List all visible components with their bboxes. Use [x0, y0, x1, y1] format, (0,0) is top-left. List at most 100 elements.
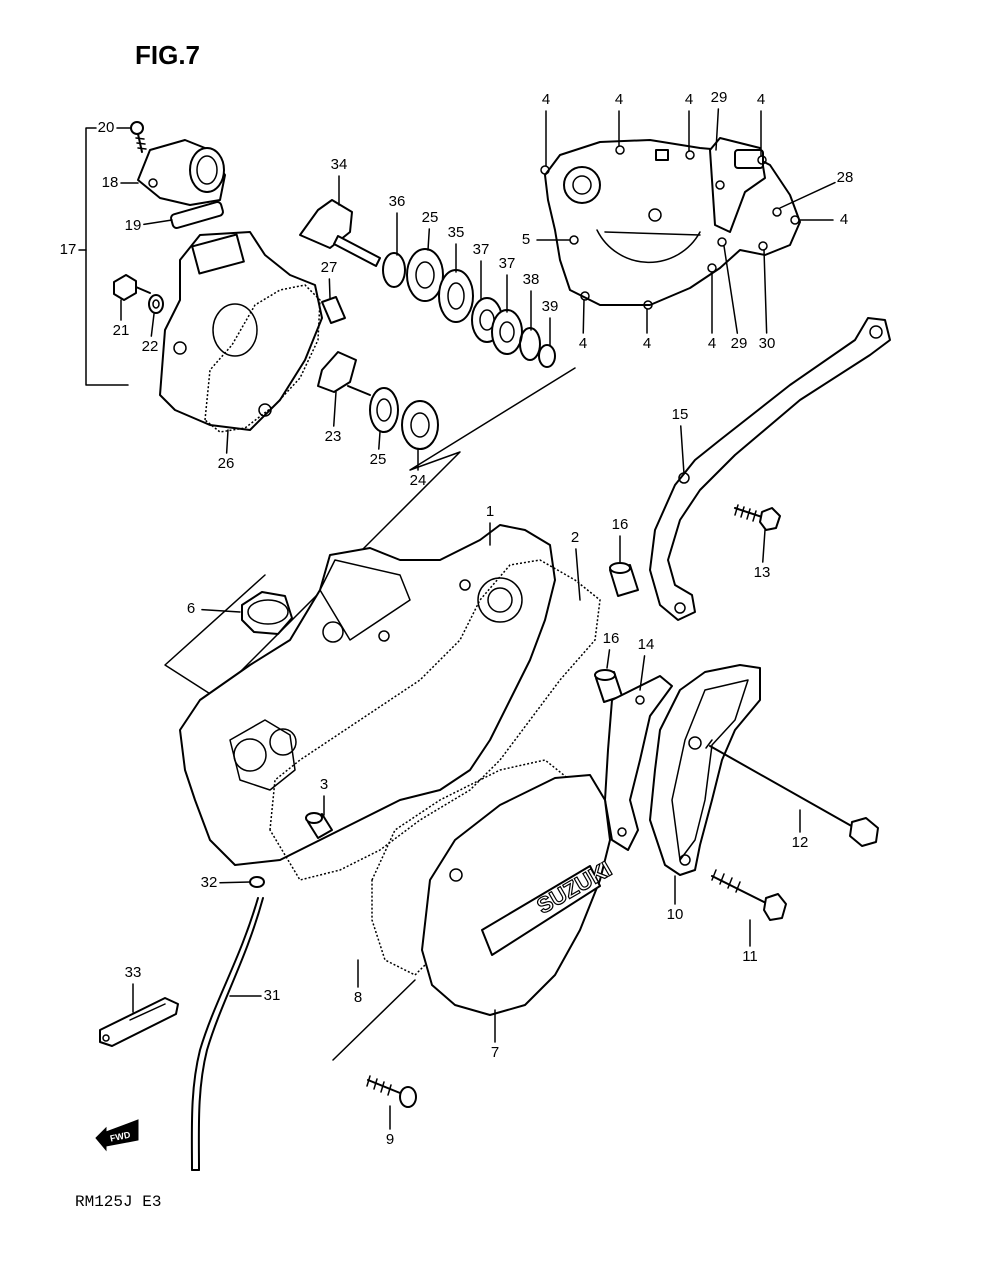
bearing-part-37-b	[491, 309, 523, 355]
callout-label-37: 37	[473, 241, 490, 258]
callout-label-31: 31	[264, 987, 281, 1004]
callout-label-23: 23	[325, 428, 342, 445]
leader-line-part-25	[378, 431, 381, 450]
callout-label-4: 4	[542, 91, 550, 108]
washer-part-22	[148, 294, 164, 314]
collar-part-16-upper	[609, 562, 639, 597]
callout-label-10: 10	[667, 906, 684, 923]
callout-label-29: 29	[711, 89, 728, 106]
callout-label-13: 13	[754, 564, 771, 581]
callout-label-6: 6	[187, 600, 195, 617]
clutch-cover	[544, 137, 801, 306]
leader-line-part-2	[575, 548, 581, 601]
callout-label-4: 4	[757, 91, 765, 108]
callout-label-18: 18	[102, 174, 119, 191]
callout-label-28: 28	[837, 169, 854, 186]
dowel-pin-part-3	[305, 812, 333, 839]
callout-label-9: 9	[386, 1131, 394, 1148]
callout-label-24: 24	[410, 472, 427, 489]
callout-label-14: 14	[638, 636, 655, 653]
screw-part-9	[332, 979, 417, 1108]
leader-line-part-14	[639, 655, 646, 691]
group-bracket-17	[85, 127, 129, 386]
collar-part-16-lower	[594, 669, 623, 703]
callout-label-29: 29	[731, 335, 748, 352]
leader-line-part-26	[225, 429, 229, 454]
leader-line-part-29	[715, 108, 720, 151]
callout-label-35: 35	[448, 224, 465, 241]
bolt-part-21	[113, 274, 151, 301]
callout-label-2: 2	[571, 529, 579, 546]
oil-seal-part-25-upper	[406, 248, 444, 302]
leader-line-part-15	[679, 425, 685, 475]
figure-title: FIG.7	[135, 40, 200, 70]
long-bolt-part-12	[705, 739, 879, 847]
callout-label-4: 4	[643, 335, 651, 352]
callout-label-4: 4	[708, 335, 716, 352]
ring-part-38	[519, 327, 541, 361]
callout-label-36: 36	[389, 193, 406, 210]
clamp-part-32	[249, 876, 265, 888]
leader-line-part-13	[762, 529, 766, 563]
washer-part-39	[538, 344, 556, 368]
callout-label-20: 20	[98, 119, 115, 136]
callout-label-15: 15	[672, 406, 689, 423]
bolt-part-13	[734, 504, 781, 531]
plate-part-14	[604, 675, 673, 851]
sprocket-cover-part-10	[649, 664, 761, 876]
oil-seal-part-25-lower	[369, 387, 399, 433]
hose-guide-part-33	[99, 997, 179, 1047]
pump-shaft-part-34	[299, 199, 381, 267]
leader-line-part-22	[150, 313, 155, 337]
model-code: RM125J E3	[75, 1193, 161, 1211]
gasket-part-19	[170, 201, 224, 229]
cover-gasket-part-2	[269, 559, 601, 881]
callout-label-11: 11	[742, 948, 758, 965]
leader-line-part-6	[201, 608, 241, 613]
snap-ring-part-36	[382, 252, 406, 288]
callout-label-4: 4	[579, 335, 587, 352]
callout-label-25: 25	[370, 451, 387, 468]
pump-gasket-part-26	[204, 284, 321, 433]
callout-label-16: 16	[612, 516, 629, 533]
magneto-cover-part-7: SUZUKI	[421, 774, 617, 1016]
impeller-part-23	[317, 351, 371, 396]
callout-label-38: 38	[523, 271, 540, 288]
leader-line-part-19	[143, 219, 173, 226]
collar-part-27	[321, 296, 346, 324]
callout-label-21: 21	[113, 322, 130, 339]
bolt-part-11	[711, 869, 787, 921]
callout-label-26: 26	[218, 455, 235, 472]
callout-label-34: 34	[331, 156, 348, 173]
callout-label-32: 32	[201, 874, 218, 891]
leader-line-part-32	[219, 881, 251, 884]
callout-label-33: 33	[125, 964, 142, 981]
bearing-part-24	[401, 400, 439, 450]
callout-label-27: 27	[321, 259, 338, 276]
callout-label-5: 5	[522, 231, 530, 248]
callout-label-16: 16	[603, 630, 620, 647]
callout-label-1: 1	[486, 503, 494, 520]
oil-cap-part-6	[241, 591, 293, 635]
water-pump-housing	[159, 231, 323, 431]
seal-part-35	[438, 269, 474, 323]
leader-line-part-28	[779, 181, 836, 209]
callout-label-39: 39	[542, 298, 559, 315]
crankcase-cover-part-1	[179, 524, 556, 866]
callout-label-7: 7	[491, 1044, 499, 1061]
callout-label-3: 3	[320, 776, 328, 793]
leader-line-part-25	[427, 228, 431, 251]
callout-label-37: 37	[499, 255, 516, 272]
callout-label-8: 8	[354, 989, 362, 1006]
leader-line-part-30	[763, 249, 768, 334]
leader-line-part-16	[606, 649, 611, 669]
breather-hose-part-31	[190, 897, 264, 1171]
callout-label-4: 4	[840, 211, 848, 228]
callout-label-17: 17	[60, 241, 77, 258]
screw-part-20	[130, 121, 147, 153]
leader-lines	[78, 108, 836, 1130]
leader-line-part-23	[332, 391, 337, 427]
